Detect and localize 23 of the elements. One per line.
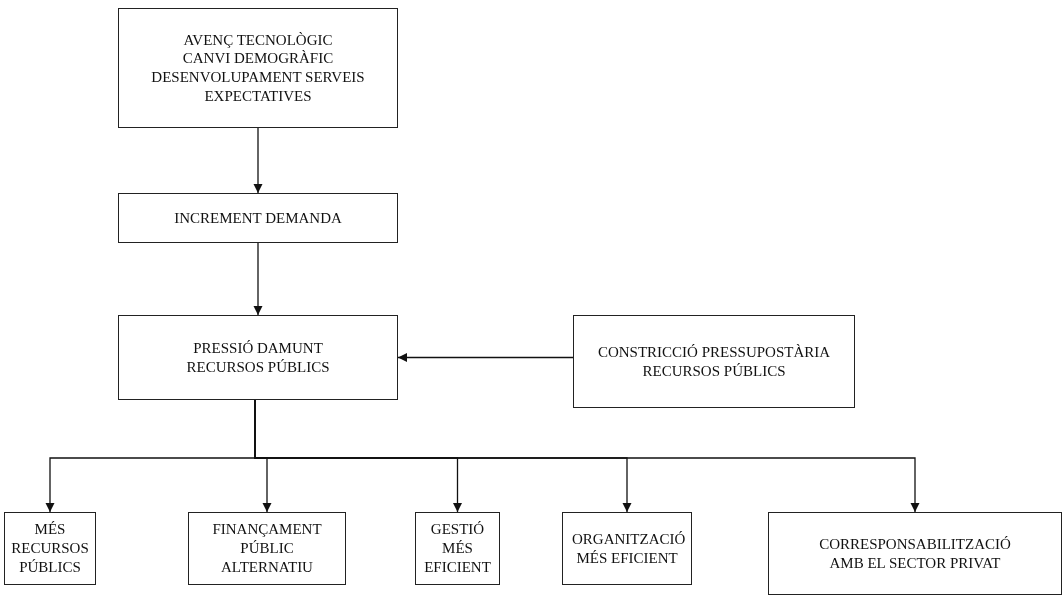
- process-box: [415, 512, 500, 585]
- process-box: [118, 193, 398, 243]
- box-text: CORRESPONSABILITZACIÓ AMB EL SECTOR PRIVAT: [818, 534, 1012, 573]
- arrow: [397, 353, 574, 362]
- process-box: [4, 512, 96, 585]
- box-text: FINANÇAMENT PÚBLIC ALTERNATIU: [211, 520, 323, 577]
- process-box: [118, 8, 398, 128]
- box-text: DESENVOLUPAMENT SERVEIS: [151, 68, 365, 87]
- box-text: EXPECTATIVES: [204, 86, 312, 106]
- box-text: AVENÇ TECNOLÒGIC: [183, 30, 333, 50]
- box-text: GESTIÓ MÉS EFICIENT: [423, 520, 492, 577]
- arrow: [253, 242, 263, 316]
- process-box: [573, 315, 855, 408]
- process-box: [118, 315, 398, 400]
- arrow: [253, 127, 263, 194]
- box-text: PRESSIÓ DAMUNT RECURSOS PÚBLICS: [185, 338, 331, 377]
- box-text: INCREMENT DEMANDA: [174, 208, 342, 228]
- box-text: CONSTRICCIÓ PRESSUPOSTÀRIA RECURSOS PÚBLICS: [596, 342, 832, 381]
- box-text: MÉS RECURSOS PÚBLICS: [10, 520, 90, 577]
- process-box: [188, 512, 346, 585]
- process-box: [562, 512, 692, 585]
- process-box: [768, 512, 1062, 595]
- box-text: CANVI DEMOGRÀFIC: [182, 49, 334, 68]
